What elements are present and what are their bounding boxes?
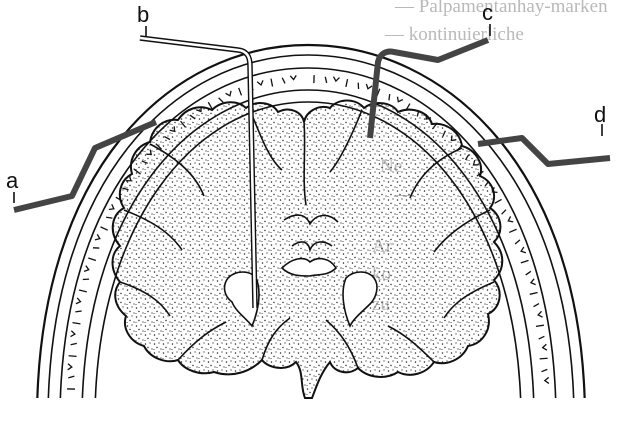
- label-c: c: [482, 0, 493, 25]
- ghost-text: — kontinuierliche: [384, 24, 524, 45]
- brain: [113, 101, 503, 399]
- label-d: d: [594, 102, 606, 127]
- ventricle: [282, 259, 336, 276]
- label-a: a: [6, 168, 19, 193]
- diploe-mark: [69, 356, 77, 357]
- diploe-mark: [389, 94, 390, 100]
- ghost-text: — Palpamentanhay-marken: [394, 0, 608, 17]
- diploe-mark: [106, 217, 112, 218]
- diploe-mark: [75, 311, 81, 312]
- brain-section: [113, 101, 503, 399]
- label-b: b: [137, 2, 149, 27]
- diploe-mark: [540, 358, 548, 359]
